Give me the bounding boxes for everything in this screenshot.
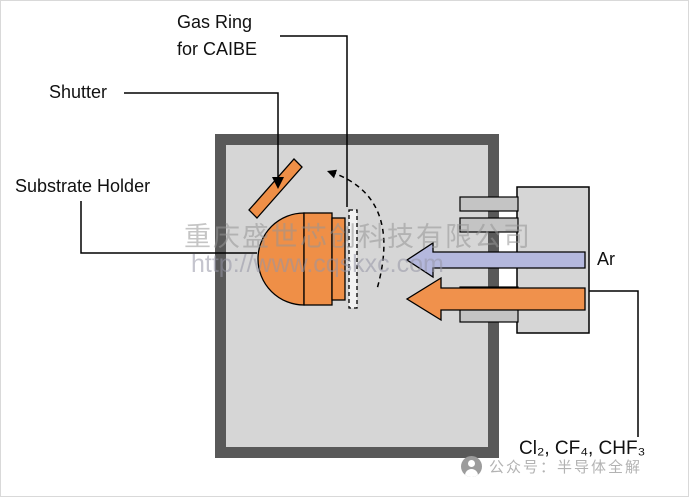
substrate-holder-dome: [257, 212, 305, 306]
rotation-arc-arrowhead: [327, 169, 337, 179]
reactive-gas-arrow: [405, 276, 586, 322]
substrate-plate: [331, 217, 346, 301]
ar-ion-beam-arrow: [405, 241, 586, 279]
shutter-connector-arrowhead: [272, 177, 284, 189]
extraction-grid-bar: [459, 217, 519, 233]
gas-ring-connector-line: [280, 35, 348, 207]
gas-ring-label: Gas Ring for CAIBE: [177, 9, 257, 63]
gas-ring-label-line2: for CAIBE: [177, 39, 258, 59]
footer-account-bar: 公众号：半导体全解: [461, 456, 642, 477]
wechat-official-account-icon: [461, 456, 482, 477]
extraction-grid-bar: [459, 196, 519, 212]
shutter-label: Shutter: [49, 82, 108, 102]
gas-label-connector-line: [589, 290, 639, 437]
substrate-holder-label: Substrate Holder: [15, 176, 151, 196]
rotation-arc: [330, 171, 385, 290]
etch-gases-label: Cl₂, CF₄, CHF₃: [519, 438, 646, 459]
wechat-account-label: 公众号：半导体全解: [489, 459, 643, 476]
substrate-connector-line: [80, 201, 257, 254]
ar-beam-label: Ar: [597, 249, 615, 269]
gas-ring: [348, 209, 358, 309]
substrate-holder-plate: [303, 212, 333, 306]
shutter-plate: [248, 158, 303, 219]
gas-ring-label-line1: Gas Ring: [177, 12, 253, 32]
shutter-connector-line: [124, 92, 279, 177]
